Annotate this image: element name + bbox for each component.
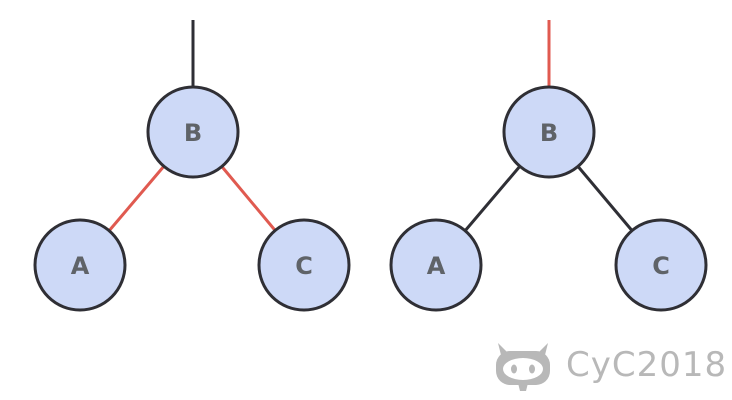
node-circle [389,218,483,312]
node-circle [257,218,351,312]
node-tree2-b: B [502,85,596,179]
edge-tree1-b-a [106,163,167,234]
node-label: A [427,252,446,280]
edge-tree1-b-c [219,164,278,233]
github-octocat-icon [496,343,550,391]
node-label: B [540,119,558,147]
edge-tree2-b-c [575,163,635,234]
watermark-text: CyC2018 [566,345,728,385]
node-circle [502,85,596,179]
node-tree2-a: A [389,218,483,312]
node-tree1-a: A [33,218,127,312]
node-label: C [652,252,670,280]
edges-layer [106,20,635,234]
node-label: A [71,252,90,280]
watermark: CyC2018 [492,340,728,391]
nodes-layer: B A C B A C [33,85,708,312]
node-tree1-c: C [257,218,351,312]
edge-tree2-b-a [462,163,523,234]
node-tree2-c: C [614,218,708,312]
node-circle [146,85,240,179]
node-label: C [295,252,313,280]
node-circle [614,218,708,312]
node-tree1-b: B [146,85,240,179]
node-label: B [184,119,202,147]
node-circle [33,218,127,312]
